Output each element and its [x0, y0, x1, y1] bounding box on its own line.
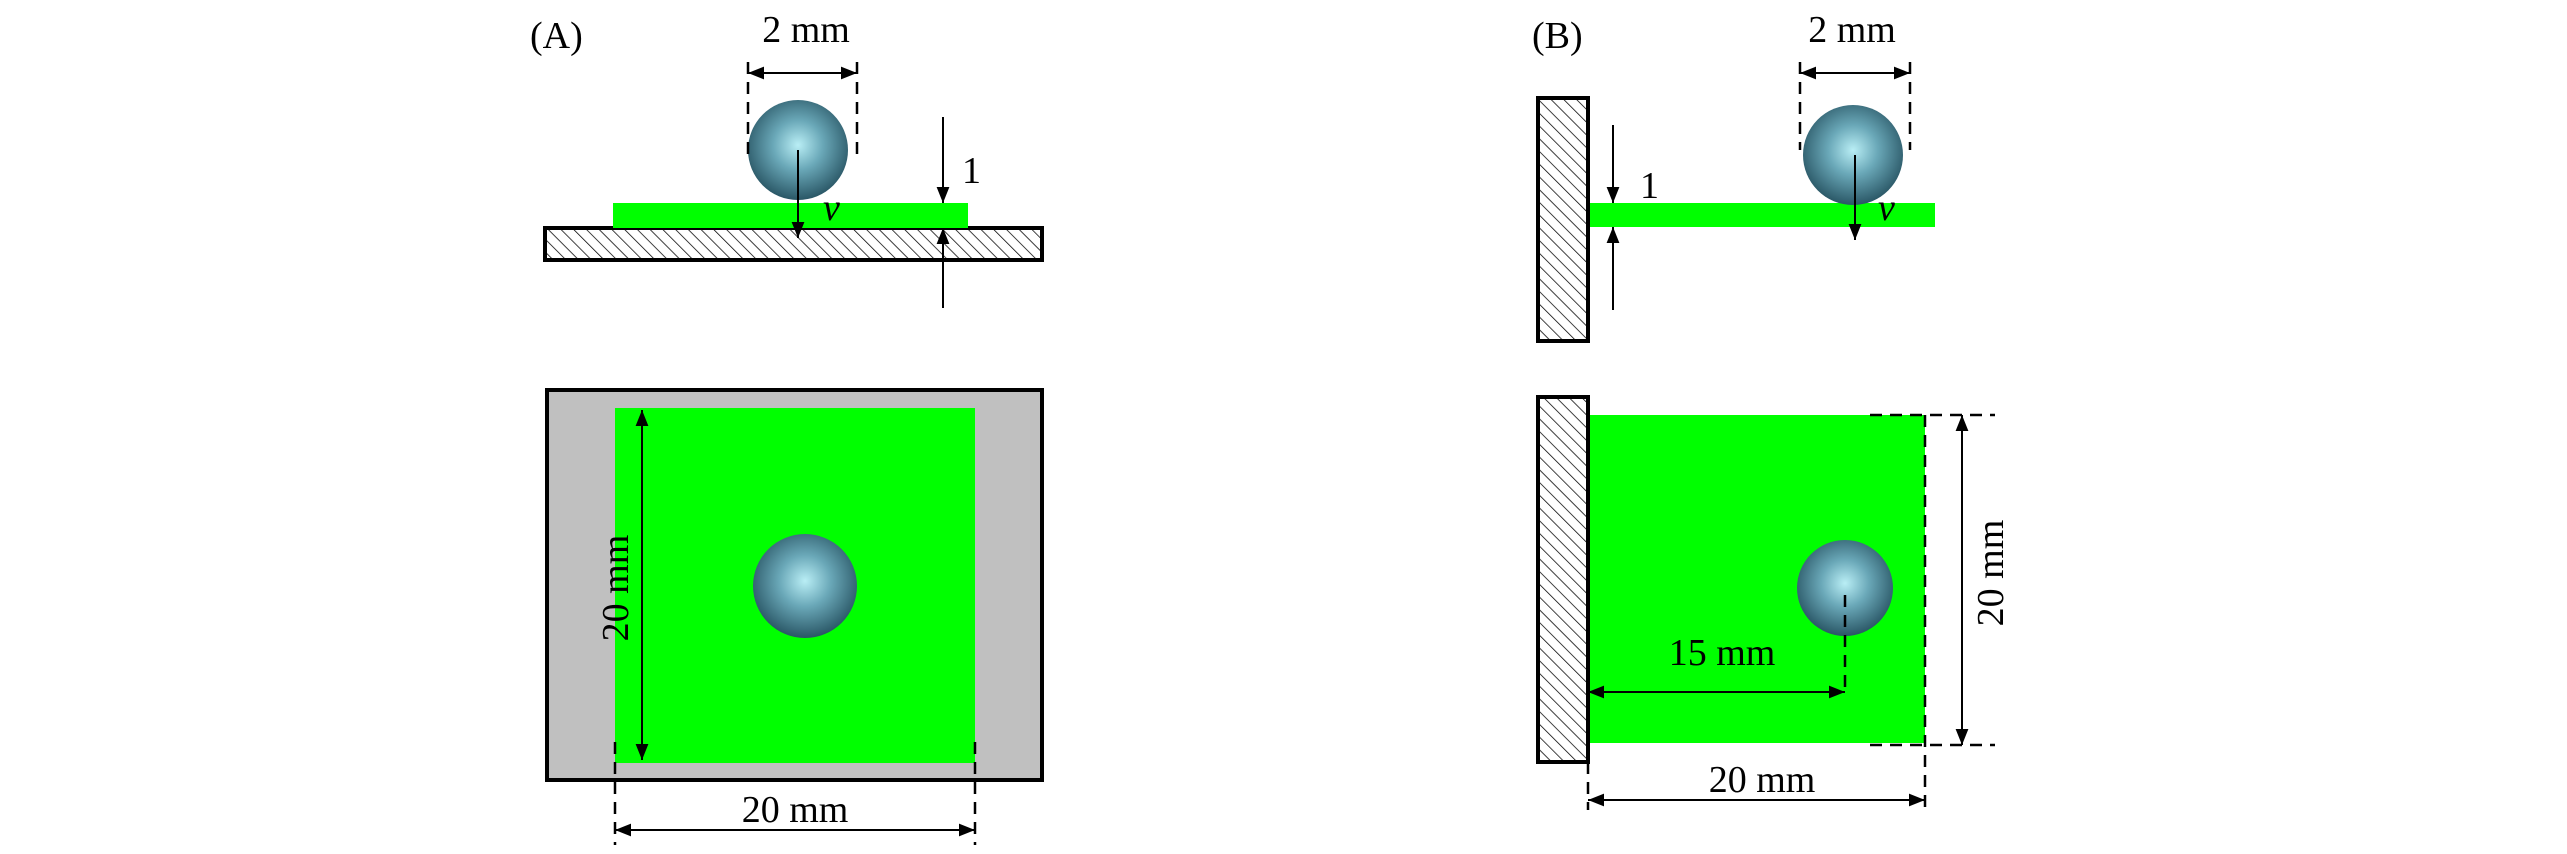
- panel-a-label: (A): [530, 15, 583, 57]
- panel-b: (B) v 2 mm 1 15 mm: [1532, 9, 2012, 810]
- height-label: 20 mm: [1970, 520, 2012, 627]
- thickness-label: 1: [1640, 165, 1659, 207]
- diameter-label: 2 mm: [762, 9, 850, 51]
- green-plate: [613, 203, 968, 228]
- offset-label: 15 mm: [1669, 632, 1776, 674]
- clamp-wall-top: [1536, 395, 1590, 764]
- velocity-label: v: [1878, 187, 1895, 229]
- panel-b-side-view: v 2 mm 1: [1536, 9, 1935, 343]
- impactor-sphere-top: [753, 534, 857, 638]
- width-label: 20 mm: [742, 789, 849, 831]
- panel-a-side-view: v 2 mm 1: [543, 9, 1044, 308]
- velocity-label: v: [823, 187, 840, 229]
- panel-a: (A) v 2 mm 1 20 mm: [530, 9, 1044, 845]
- cantilever-plate: [1590, 203, 1935, 227]
- thickness-label: 1: [962, 150, 981, 192]
- panel-b-top-view: 15 mm 20 mm 20 mm: [1536, 395, 2012, 810]
- clamp-base: [543, 226, 1044, 262]
- impactor-sphere-top: [1797, 540, 1893, 636]
- panel-b-label: (B): [1532, 15, 1583, 57]
- width-label: 20 mm: [1709, 759, 1816, 801]
- clamp-wall: [1536, 96, 1590, 343]
- height-label: 20 mm: [595, 535, 637, 642]
- impactor-sphere: [1803, 105, 1903, 205]
- diameter-label: 2 mm: [1808, 9, 1896, 51]
- panel-a-top-view: 20 mm 20 mm: [545, 388, 1044, 845]
